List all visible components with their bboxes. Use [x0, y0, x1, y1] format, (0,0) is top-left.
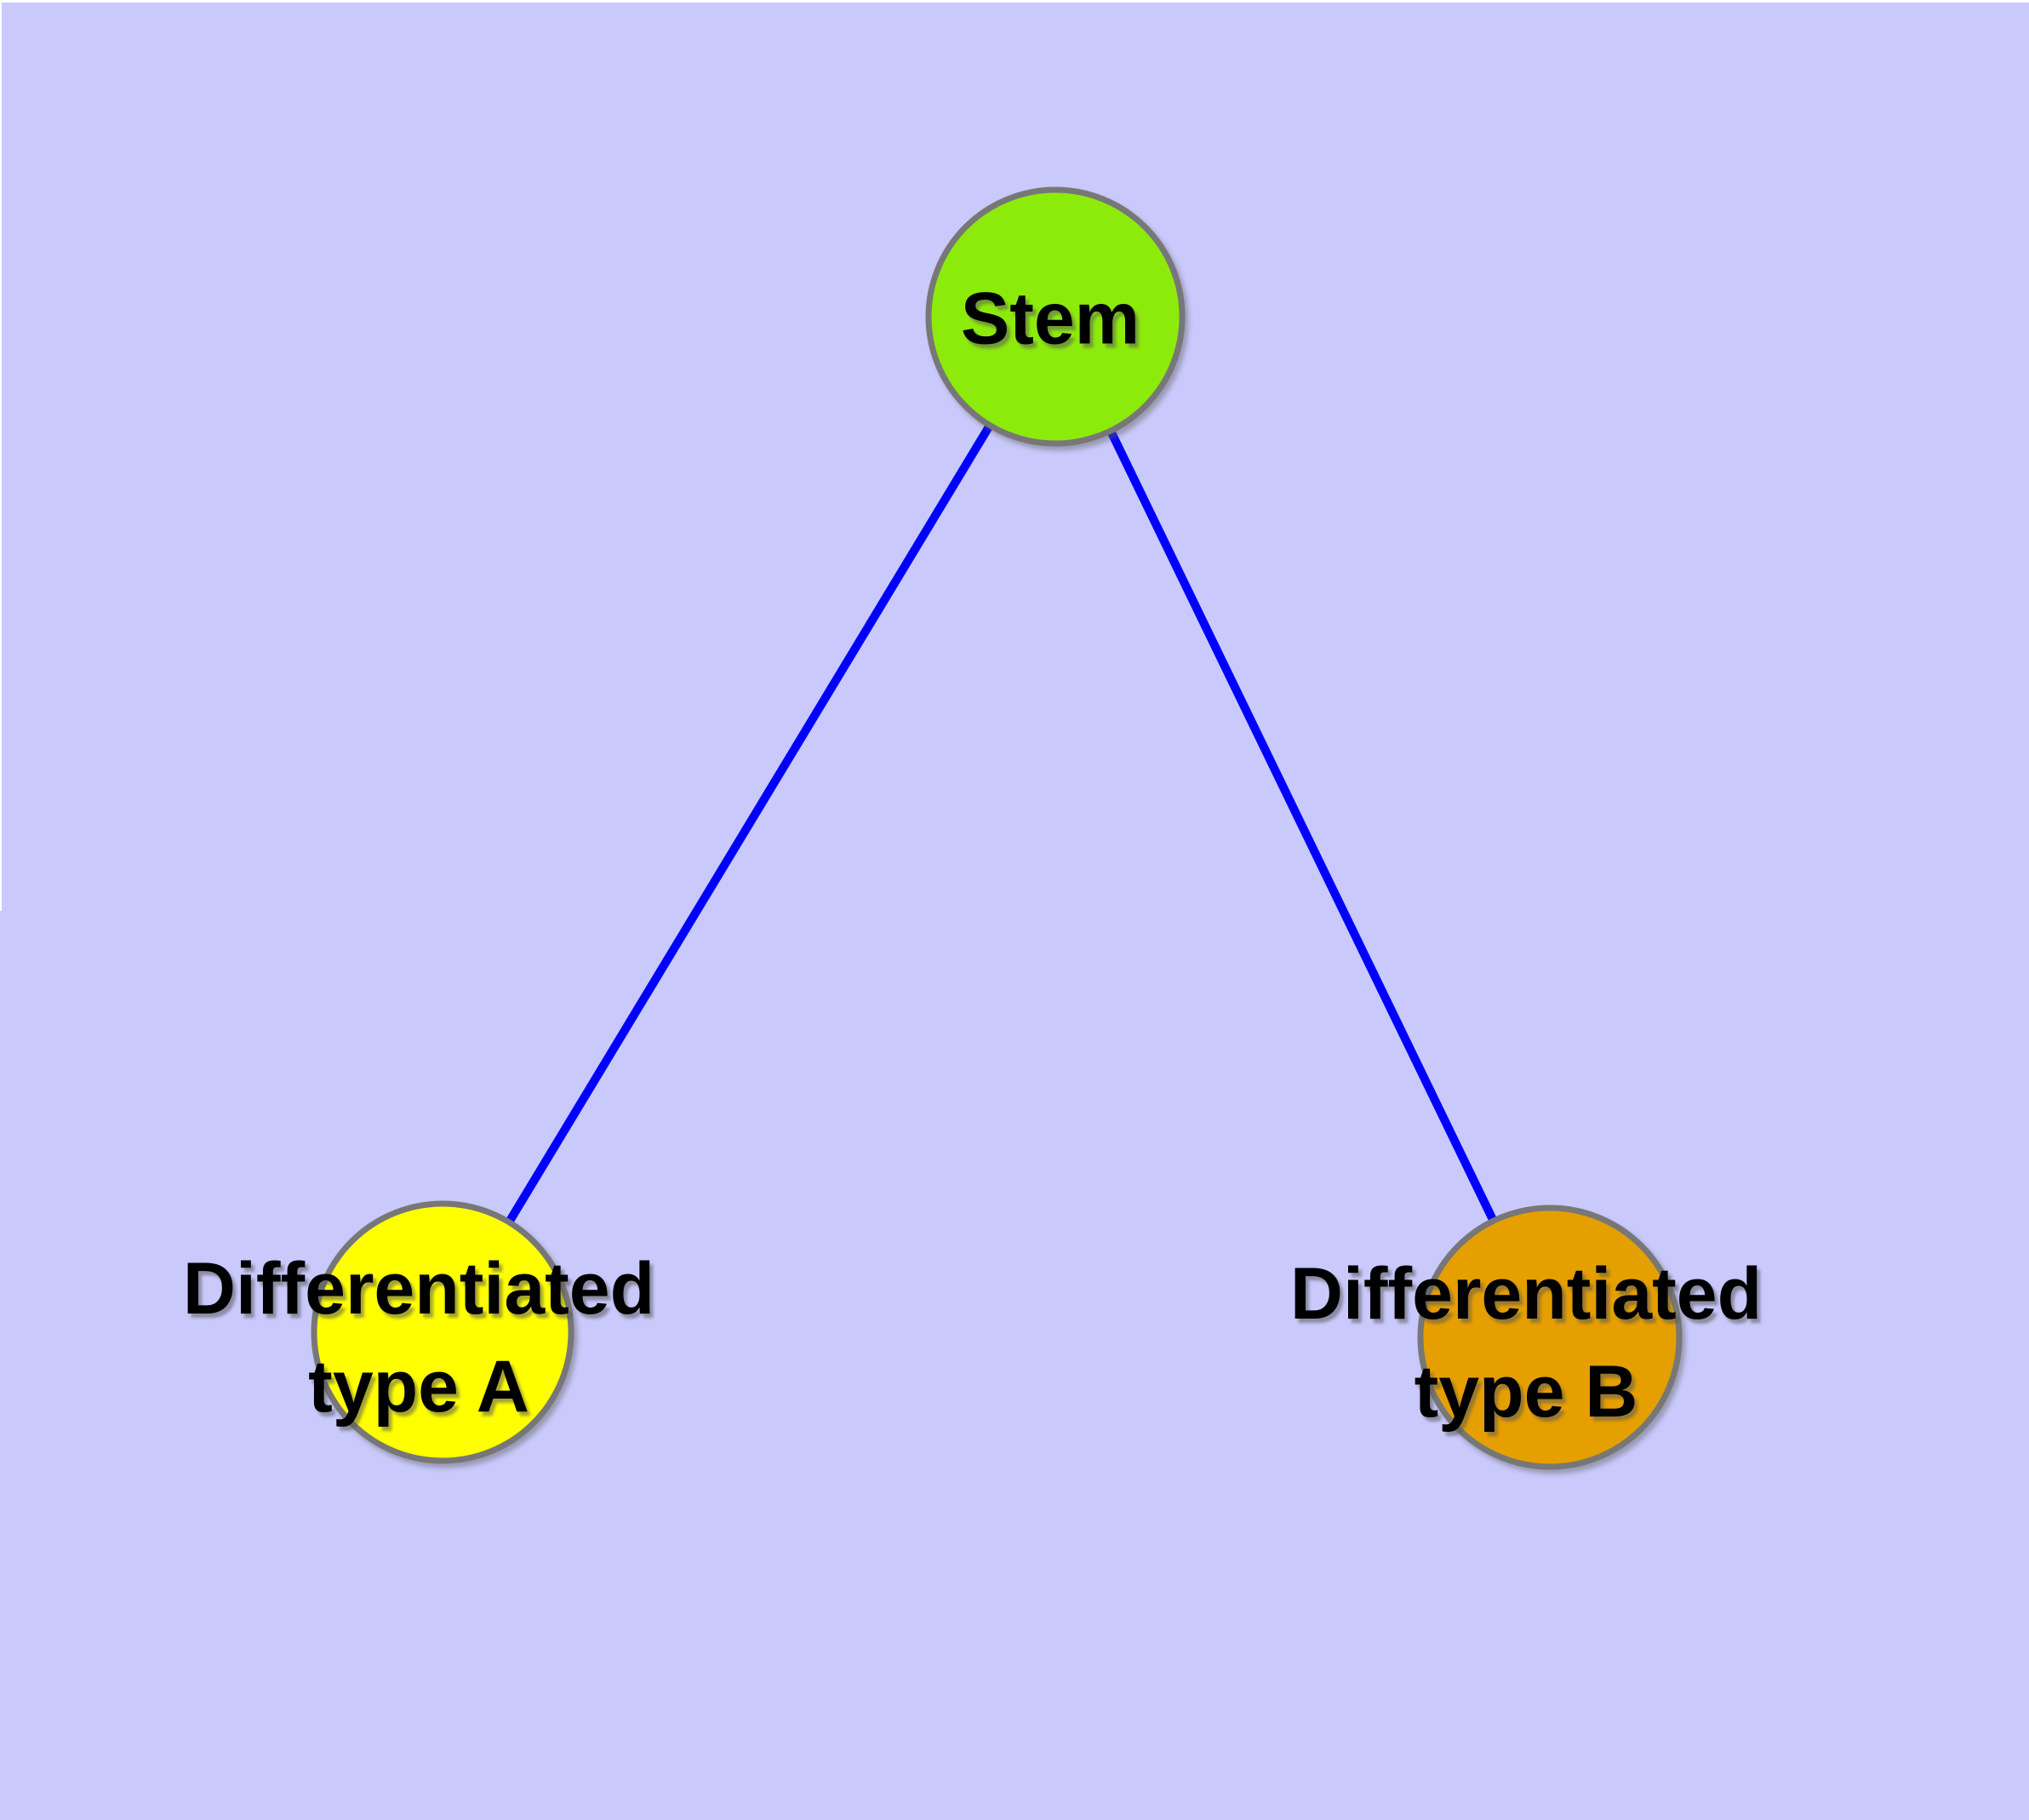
node-type-b-circle [1417, 1205, 1683, 1470]
top-margin-strip [0, 0, 2029, 3]
edge-stem-to-type-b [1051, 314, 1554, 1340]
node-type-a-circle [311, 1200, 574, 1464]
edge-stem-to-type-a [438, 314, 1060, 1335]
node-stem-circle [925, 186, 1186, 447]
left-margin-strip [0, 0, 2, 911]
